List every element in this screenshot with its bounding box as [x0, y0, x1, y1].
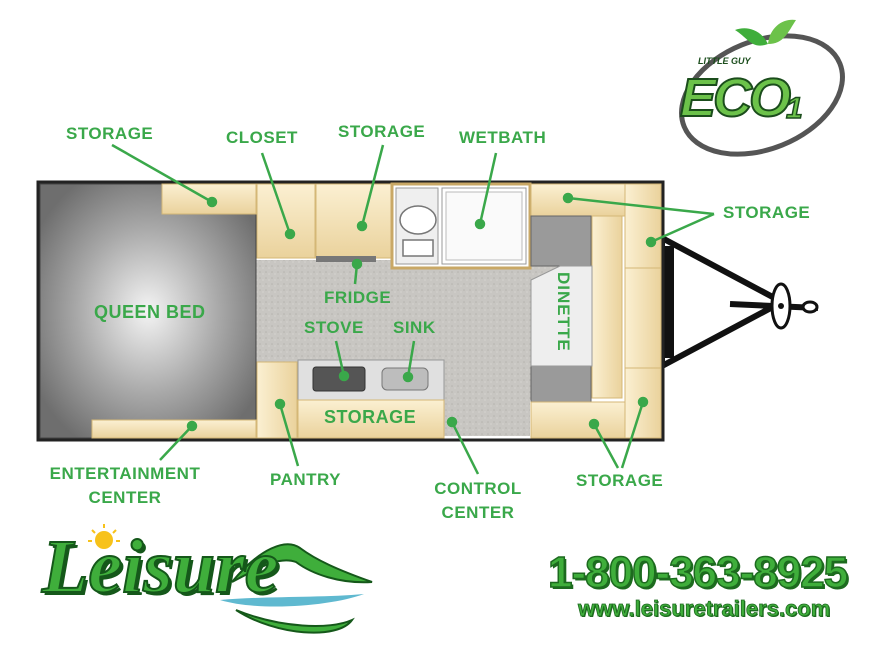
eco-logo-graphic: [679, 19, 845, 157]
label-fridge: FRIDGE: [324, 288, 392, 307]
label-wetbath: WETBATH: [459, 128, 547, 147]
phone-number: 1-800-363-8925: [547, 547, 849, 598]
label-storage-right-bottom: STORAGE: [576, 471, 664, 490]
label-dinette: DINETTE: [554, 272, 573, 352]
entertainment-line-1: ENTERTAINMENT: [49, 464, 201, 483]
label-stove: STOVE: [304, 318, 364, 337]
leader-lines: [111, 143, 715, 475]
stove: [312, 366, 366, 392]
storage-counter: [297, 399, 445, 439]
label-closet: CLOSET: [226, 128, 298, 147]
label-storage-right-top: STORAGE: [723, 203, 811, 222]
storage-top-mid: [315, 183, 392, 259]
dinette-table: [530, 265, 593, 367]
storage-right-bottom: [530, 401, 626, 439]
label-control-center: CONTROL CENTER: [428, 477, 528, 525]
control-line-1: CONTROL: [434, 479, 522, 498]
logo-eco-number: 1: [785, 91, 803, 126]
logo-little-guy-text: LITTLE GUY: [698, 56, 751, 66]
website-url: www.leisuretrailers.com: [578, 596, 831, 622]
label-storage-top-mid: STORAGE: [338, 122, 426, 141]
logo-eco-text: ECO: [679, 67, 792, 129]
label-pantry: PANTRY: [270, 470, 341, 489]
leisure-logo-graphic: [88, 524, 373, 634]
hitch: [659, 233, 819, 371]
entertainment-line-2: CENTER: [88, 488, 162, 507]
control-line-2: CENTER: [441, 503, 515, 522]
entertainment-center: [91, 419, 257, 439]
label-storage-counter: STORAGE: [324, 407, 417, 427]
label-entertainment-center: ENTERTAINMENT CENTER: [40, 462, 210, 510]
label-queen-bed: QUEEN BED: [94, 302, 206, 322]
label-storage-top-left: STORAGE: [66, 124, 154, 143]
leisure-logo-text: Leisure: [41, 524, 279, 610]
label-sink: SINK: [393, 318, 436, 337]
